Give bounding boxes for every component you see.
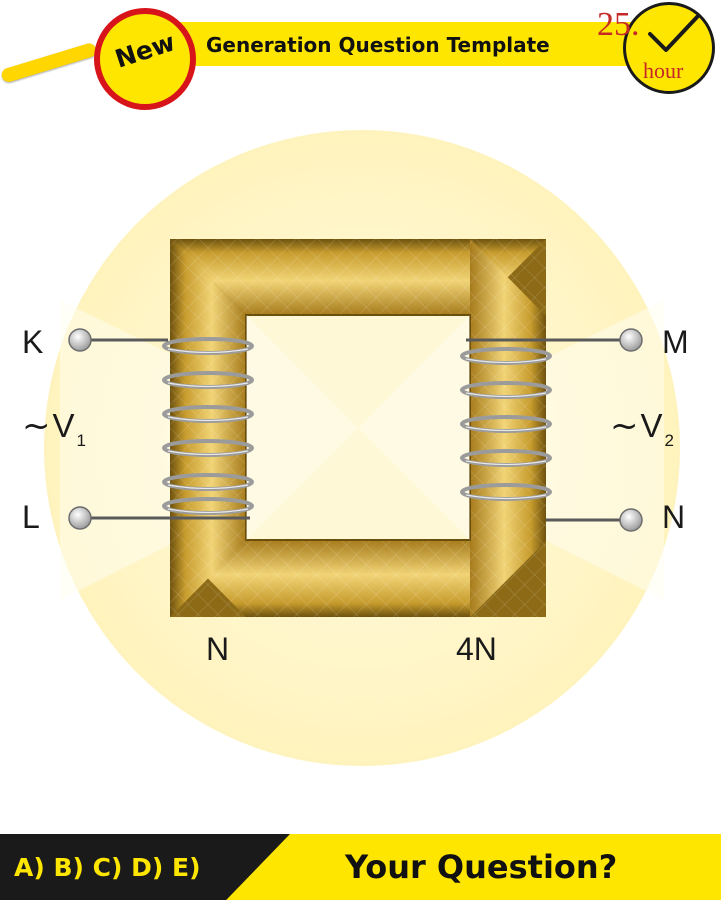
secondary-lead-wires	[466, 338, 630, 522]
terminal-k	[68, 328, 92, 352]
terminal-n	[619, 508, 643, 532]
transformer-core	[170, 239, 546, 617]
primary-turns-label: N	[206, 631, 230, 667]
terminal-k-label: K	[22, 324, 44, 360]
secondary-turns-label: 4N	[456, 631, 497, 667]
ac-source-icon: ~	[610, 406, 639, 446]
magnifier-icon	[94, 8, 196, 110]
terminal-n-label: N	[662, 499, 686, 535]
terminal-m	[619, 328, 643, 352]
header-banner	[170, 22, 640, 66]
header-title: Generation Question Template	[206, 33, 550, 57]
question-prompt: Your Question?	[345, 848, 618, 886]
secondary-coil-highlight	[465, 358, 547, 500]
primary-lead-wires	[84, 338, 250, 520]
terminal-l-label: L	[22, 499, 40, 535]
checkmark-icon	[648, 14, 700, 52]
terminal-l	[68, 506, 92, 530]
primary-coil-highlight	[167, 348, 249, 514]
clock-number: 25.	[597, 6, 640, 43]
ac-source-icon: ~	[22, 406, 51, 446]
terminal-m-label: M	[662, 324, 689, 360]
clock-unit-label: hour	[643, 58, 684, 83]
answer-options: A) B) C) D) E)	[14, 853, 201, 882]
